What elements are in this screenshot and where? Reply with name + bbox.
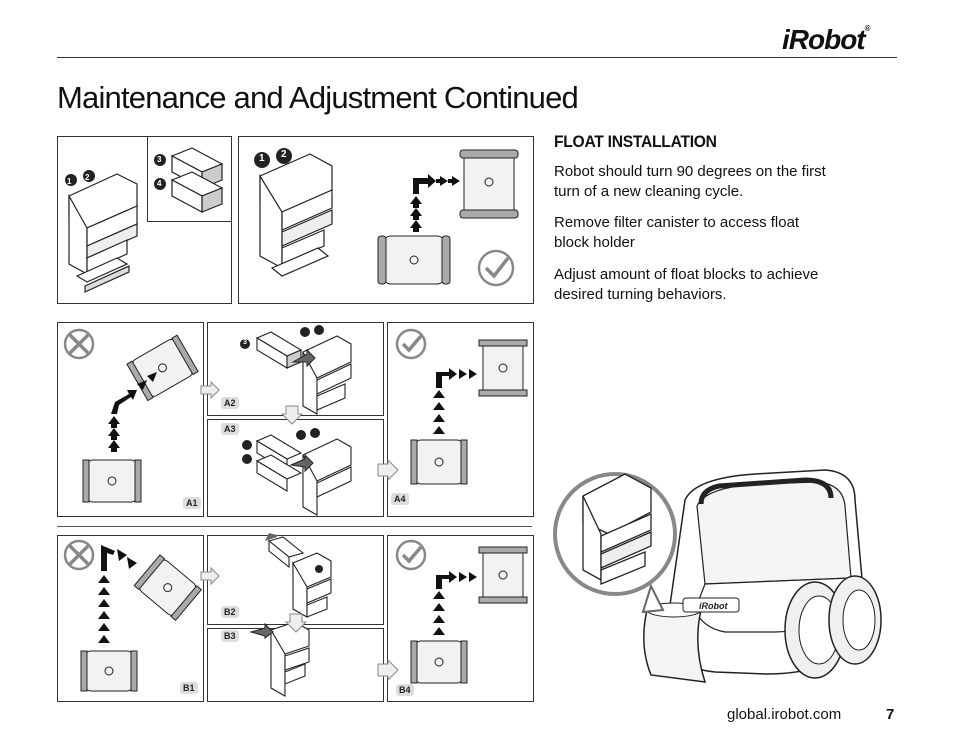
b2-illustration [265, 533, 332, 618]
arrow-a2-a3 [280, 405, 304, 425]
header-rule [57, 57, 897, 58]
callout-4: 4 [157, 179, 162, 188]
b1-wrong-turn-illustration [63, 539, 203, 692]
paragraph-remove-filter: Remove filter canister to access float b… [554, 214, 800, 251]
float-blocks-illustration [154, 147, 224, 213]
row-divider [57, 526, 532, 527]
arrow-b3-b4 [377, 658, 399, 682]
float-holder-illustration [65, 170, 138, 293]
a3-illustration [242, 428, 352, 516]
arrow-a1-a2 [200, 380, 220, 400]
label-b3: B3 [221, 630, 239, 642]
label-a4: A4 [391, 493, 409, 505]
robot-badge: iRobot [699, 601, 728, 611]
callout-a2-3: 3 [243, 339, 247, 346]
panel-a3 [207, 419, 384, 517]
arrow-a3-a4 [377, 458, 399, 482]
a2-illustration [240, 325, 352, 415]
footer-url[interactable]: global.irobot.com [727, 706, 842, 723]
page-title: Maintenance and Adjustment Continued [57, 80, 579, 115]
callout-2b: 2 [281, 149, 287, 160]
callout-1: 1 [67, 177, 72, 186]
arrow-b1-b2 [200, 566, 220, 586]
b4-illustration [395, 539, 528, 684]
label-b1: B1 [180, 682, 198, 694]
b3-illustration [249, 621, 310, 697]
label-a1: A1 [183, 497, 201, 509]
label-b4: B4 [396, 684, 414, 696]
page-number: 7 [886, 706, 895, 723]
section-heading: FLOAT INSTALLATION [554, 132, 717, 151]
paragraph-turn: Robot should turn 90 degrees on the firs… [554, 163, 826, 200]
label-a2: A2 [221, 397, 239, 409]
a4-illustration [395, 328, 528, 485]
turn-correct-illustration [254, 148, 519, 287]
callout-3: 3 [157, 155, 162, 164]
callout-1b: 1 [259, 153, 265, 164]
robot-float-holder-illustration [553, 469, 882, 683]
label-a3: A3 [221, 423, 239, 435]
label-b2: B2 [221, 606, 239, 618]
callout-2: 2 [85, 173, 90, 182]
a1-wrong-turn-illustration [63, 328, 199, 503]
arrow-b2-b3 [284, 613, 308, 633]
irobot-logo: iRobot® [782, 24, 871, 55]
paragraph-adjust-floats: Adjust amount of float blocks to achieve… [554, 266, 819, 303]
